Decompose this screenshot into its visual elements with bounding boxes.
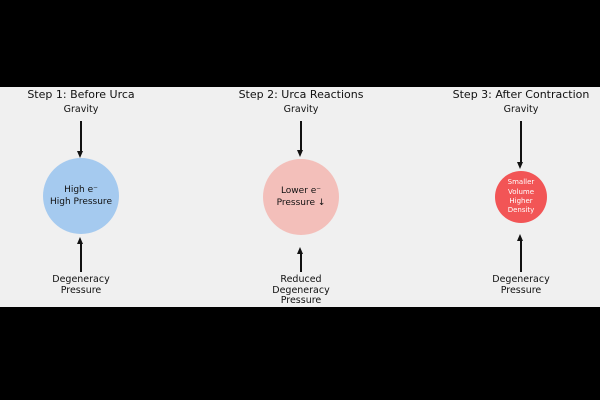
star-circle: Smaller Volume Higher Density bbox=[495, 171, 547, 223]
arrow-up-icon bbox=[517, 234, 524, 241]
pressure-arrow-shaft bbox=[300, 254, 302, 272]
pressure-label: Reduced Degeneracy Pressure bbox=[272, 274, 330, 306]
pressure-arrow-shaft bbox=[80, 244, 82, 272]
arrow-down-icon bbox=[77, 151, 84, 158]
gravity-arrow-shaft bbox=[520, 121, 522, 162]
panel-step-1: Step 1: Before Urca Gravity High e⁻ High… bbox=[0, 87, 181, 307]
star-circle-label: Lower e⁻ Pressure ↓ bbox=[276, 185, 326, 208]
pressure-label: Degeneracy Pressure bbox=[52, 274, 110, 296]
panel-title: Step 1: Before Urca bbox=[27, 88, 135, 101]
gravity-arrow-shaft bbox=[80, 121, 82, 151]
arrow-up-icon bbox=[297, 247, 304, 254]
star-circle-label: Smaller Volume Higher Density bbox=[507, 178, 535, 215]
gravity-label: Gravity bbox=[283, 104, 319, 115]
gravity-arrow-shaft bbox=[300, 121, 302, 150]
arrow-down-icon bbox=[517, 162, 524, 169]
arrow-up-icon bbox=[77, 237, 84, 244]
star-circle: High e⁻ High Pressure bbox=[43, 158, 119, 234]
gravity-label: Gravity bbox=[63, 104, 99, 115]
panel-step-3: Step 3: After Contraction Gravity Smalle… bbox=[421, 87, 600, 307]
pressure-arrow-shaft bbox=[520, 241, 522, 272]
panel-step-2: Step 2: Urca Reactions Gravity Lower e⁻ … bbox=[201, 87, 401, 307]
pressure-label: Degeneracy Pressure bbox=[492, 274, 550, 296]
gravity-label: Gravity bbox=[503, 104, 539, 115]
star-circle-label: High e⁻ High Pressure bbox=[50, 184, 112, 207]
diagram-canvas: Step 1: Before Urca Gravity High e⁻ High… bbox=[0, 87, 600, 307]
panel-title: Step 3: After Contraction bbox=[452, 88, 590, 101]
arrow-down-icon bbox=[297, 150, 304, 157]
panel-title: Step 2: Urca Reactions bbox=[238, 88, 364, 101]
star-circle: Lower e⁻ Pressure ↓ bbox=[263, 159, 339, 235]
